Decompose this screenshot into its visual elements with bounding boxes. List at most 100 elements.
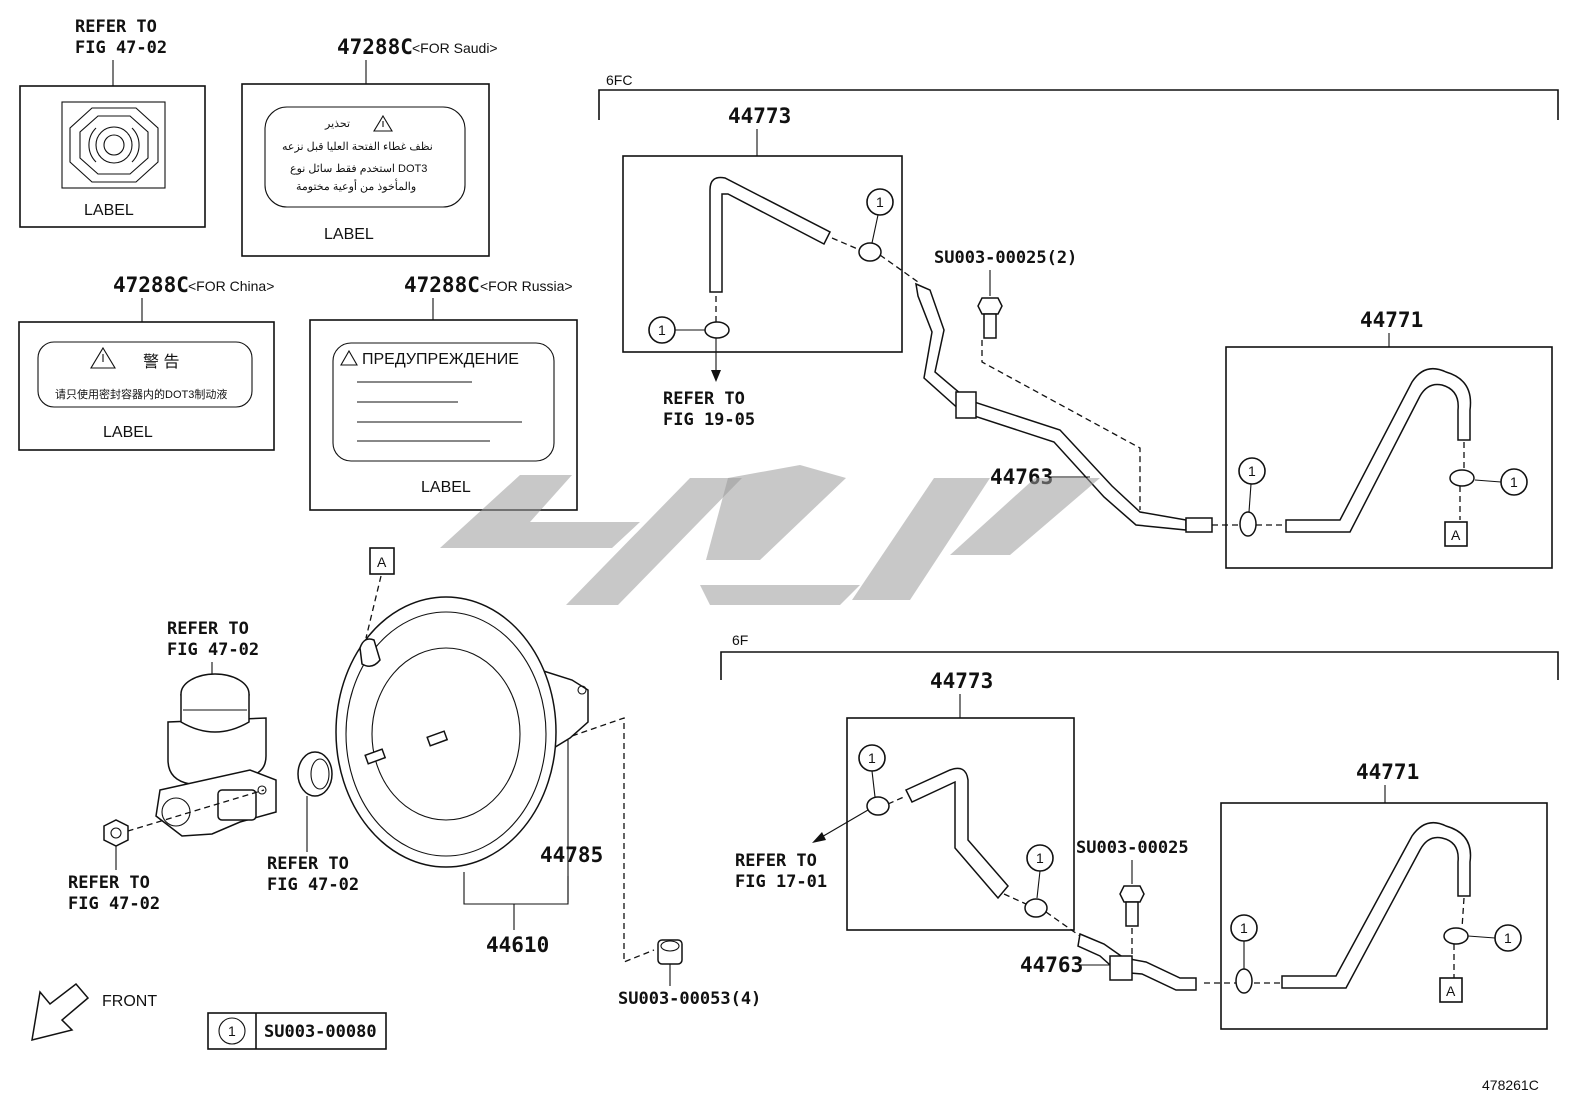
label-caption: LABEL	[324, 226, 374, 243]
label-panel-saudi: 47288C <FOR Saudi> تحذير نظف غطاء الفتحة…	[241, 35, 498, 257]
arabic-title: تحذير	[324, 118, 350, 130]
pipe-end	[1185, 517, 1213, 533]
callout-1: 1	[866, 188, 894, 244]
label-box-cap	[19, 85, 206, 228]
refer-to-text: REFER TO	[68, 873, 150, 893]
china-title: 警 告	[143, 353, 179, 371]
refer-fig-text: FIG 47-02	[68, 894, 160, 914]
part-number-44763: 44763	[1020, 953, 1083, 977]
label-panel-russia: 47288C <FOR Russia> ПРЕДУПРЕЖДЕНИЕ LABEL	[309, 273, 578, 511]
arabic-line-2: استخدم فقط سائل نوع DOT3	[290, 163, 427, 175]
group-label-6f: 6F	[732, 632, 748, 648]
svg-text:A: A	[1451, 527, 1461, 543]
svg-text:1: 1	[1504, 930, 1512, 946]
callout-1: 1	[1230, 914, 1258, 969]
bolt-label: SU003-00025	[1076, 838, 1189, 858]
reference-a: A	[369, 547, 395, 575]
bolt-label: SU003-00025(2)	[934, 248, 1077, 268]
refer-fig-text: FIG 17-01	[735, 872, 827, 892]
hose-44771	[1285, 367, 1472, 533]
arabic-line-3: والمأخوذ من أوعية مختومة	[296, 179, 416, 193]
group-6f: 6F 44773 1 1 REFER TO FIG 17-01 SU003-00…	[720, 632, 1559, 1030]
clamp-icon	[1239, 469, 1475, 537]
label-caption: LABEL	[421, 479, 471, 496]
clamp-icon	[1235, 927, 1469, 994]
refer-to-text: REFER TO	[735, 851, 817, 871]
svg-text:1: 1	[228, 1023, 236, 1039]
label-caption: LABEL	[84, 202, 134, 219]
warning-icon	[373, 114, 393, 132]
callout-1: 1	[1467, 924, 1522, 952]
part-number-44773: 44773	[728, 104, 791, 128]
svg-text:1: 1	[868, 750, 876, 766]
hose-44773	[709, 176, 832, 293]
front-label: FRONT	[102, 993, 157, 1010]
figure-code: 478261C	[1482, 1077, 1539, 1093]
brake-pipe-44763	[1077, 932, 1197, 991]
callout-1: 1	[1026, 844, 1054, 899]
watermark-logo	[440, 465, 1100, 605]
svg-text:A: A	[377, 554, 387, 570]
pipe-bracket	[1109, 955, 1133, 981]
clamp-icon	[866, 796, 1048, 918]
brake-booster	[335, 596, 589, 868]
label-region-russia: <FOR Russia>	[480, 278, 573, 294]
refer-fig-text: FIG 47-02	[267, 875, 359, 895]
arabic-line-1: نظف غطاء الفتحة العليا قبل نزعه	[282, 141, 433, 153]
legend-clip: 1 SU003-00080	[207, 1012, 387, 1050]
label-region-saudi: <FOR Saudi>	[412, 40, 498, 56]
china-text: 请只使用密封容器内的DOT3制动液	[55, 387, 227, 401]
refer-to-text: REFER TO	[267, 854, 349, 874]
warning-icon	[340, 349, 358, 366]
refer-fig-text: FIG 19-05	[663, 410, 755, 430]
bolt-icon	[1119, 885, 1145, 927]
label-panel-cap: REFER TO FIG 47-02 LABEL	[19, 17, 206, 228]
group-6fc: 6FC 44773 1 1 REFER TO FIG 19-05	[598, 72, 1559, 569]
refer-fig-text: FIG 47-02	[75, 38, 167, 58]
pipe-bracket	[955, 391, 977, 419]
part-number-44771: 44771	[1356, 760, 1419, 784]
part-number-44771: 44771	[1360, 308, 1423, 332]
svg-text:1: 1	[1036, 850, 1044, 866]
label-panel-china: 47288C <FOR China> 警 告 请只使用密封容器内的DOT3制动液…	[18, 273, 275, 451]
front-arrow-icon	[31, 982, 90, 1042]
part-number-44785: 44785	[540, 843, 603, 867]
reference-a: A	[1444, 521, 1468, 547]
part-number-44610: 44610	[486, 933, 549, 957]
part-number-47288c: 47288C	[337, 35, 413, 59]
hose-44773	[904, 767, 1009, 900]
nut-label: SU003-00053(4)	[618, 989, 761, 1009]
part-number-47288c: 47288C	[113, 273, 189, 297]
refer-to-text: REFER TO	[75, 17, 157, 37]
arrow-icon	[711, 370, 721, 382]
label-box-saudi	[241, 83, 490, 257]
part-number-44773: 44773	[930, 669, 993, 693]
reference-a: A	[1439, 977, 1463, 1003]
seal-ring	[297, 751, 333, 797]
callout-1: 1	[648, 316, 705, 344]
refer-to-text: REFER TO	[663, 389, 745, 409]
russia-title: ПРЕДУПРЕЖДЕНИЕ	[362, 351, 519, 368]
warning-icon	[90, 346, 116, 369]
nut-icon	[103, 819, 129, 847]
bolt-icon	[977, 297, 1003, 339]
svg-text:1: 1	[1248, 463, 1256, 479]
callout-1: 1	[1238, 457, 1266, 513]
svg-text:A: A	[1446, 983, 1456, 999]
callout-1: 1	[858, 744, 886, 798]
label-region-china: <FOR China>	[188, 278, 274, 294]
callout-1: 1	[1474, 468, 1528, 496]
nut-icon	[657, 939, 683, 965]
clip-part-number: SU003-00080	[264, 1022, 377, 1042]
svg-text:1: 1	[1510, 474, 1518, 490]
master-cylinder: REFER TO FIG 47-02	[155, 619, 277, 837]
refer-fig-text: FIG 47-02	[167, 640, 259, 660]
booster-hose-fitting	[359, 638, 381, 667]
refer-to-text: REFER TO	[167, 619, 249, 639]
svg-text:1: 1	[876, 194, 884, 210]
arrow-icon	[812, 832, 826, 843]
clamp-icon	[704, 242, 882, 339]
svg-text:1: 1	[1240, 920, 1248, 936]
part-number-47288c: 47288C	[404, 273, 480, 297]
